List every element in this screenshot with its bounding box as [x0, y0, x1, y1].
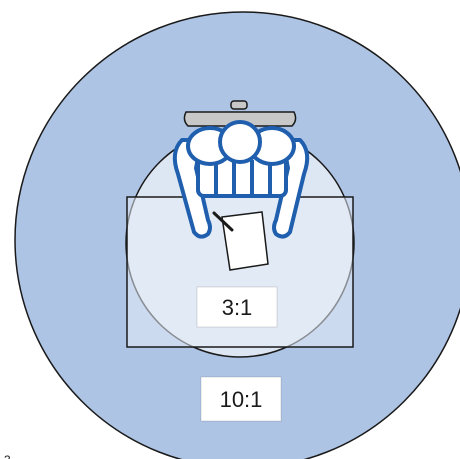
- inner-ratio-label: 3:1: [222, 295, 253, 320]
- inner-ratio-box: 3:1: [197, 287, 277, 327]
- head: [220, 122, 260, 162]
- corner-mark: 3: [4, 453, 11, 459]
- outer-ratio-label: 10:1: [220, 387, 263, 412]
- chair-knob: [231, 101, 247, 109]
- outer-ratio-box: 10:1: [201, 377, 281, 421]
- paper-sheet: [222, 212, 268, 270]
